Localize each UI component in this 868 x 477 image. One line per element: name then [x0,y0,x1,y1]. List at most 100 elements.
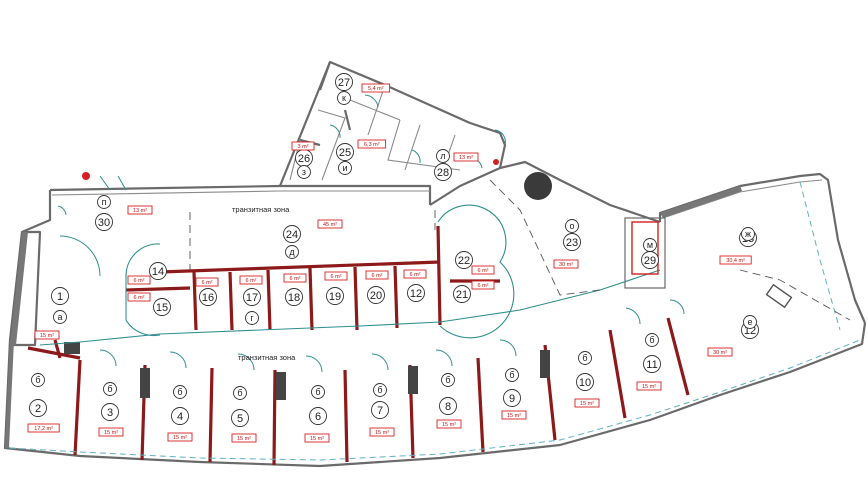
room-letter-circle [578,351,592,365]
room-22: 226 m² [455,251,495,275]
area-label: 6 m² [478,283,489,289]
area-label: 5,4 m² [368,86,384,92]
room-number: 27 [338,77,350,89]
room-number-circle [326,287,344,305]
room-letter: и [342,163,347,173]
room-number: 30 [98,217,110,229]
room-29: 29м [641,238,659,269]
area-label: 15 m² [40,333,54,339]
room-letter: б [649,335,654,345]
room-number-circle [336,143,354,161]
room-letter-circle [505,368,519,382]
extinguisher-icon [82,172,90,180]
room-letter: б [177,387,182,397]
room-number: 19 [329,291,341,303]
area-label-box [719,255,752,265]
room-letter: б [377,385,382,395]
room-letter: б [315,387,320,397]
room-18: 186 m² [283,273,307,306]
room-20: 20 6 m² [365,270,389,304]
round-column [524,172,552,200]
area-label: 15 m² [173,435,187,441]
area-label: 6 m² [410,272,421,278]
room-letter: а [57,312,62,322]
area-label-box [291,141,315,151]
area-label-box [501,410,527,420]
glass-partitions [9,179,861,461]
room-letter-circle [643,238,657,252]
room-letter: з [302,167,306,177]
wall-hatch [5,186,742,448]
area-label-box [471,280,495,290]
room-number-circle [199,288,217,306]
room-number: 15 [156,302,168,314]
room-number: 24 [286,229,298,241]
area-label-box [324,271,348,281]
area-label: 30 m² [713,350,727,356]
area-label-box [127,275,151,285]
area-label-box [317,219,343,229]
room-letter: о [569,221,574,231]
room-number-circle [371,401,389,419]
area-label: 6,3 m² [364,142,380,148]
room-14: 146 m² [127,262,167,285]
room-21: 216 m² [453,280,495,303]
area-label-box [167,432,193,442]
area-label-box [553,259,579,269]
room-16: 166 m² [195,277,219,306]
room-15: 156 m² [127,292,171,316]
area-label-box [574,398,600,408]
room-letter: б [445,375,450,385]
area-label: 6 m² [246,278,257,284]
room-number: 23 [566,237,578,249]
area-label-box [231,433,257,443]
room-number: 11 [646,359,657,371]
area-label: 45 m² [323,222,337,228]
room-letter: б [509,370,514,380]
area-label: 6 m² [372,273,383,279]
room-letter-circle [297,165,311,179]
room-number: 12 [410,288,422,300]
area-label: 15 m² [442,422,456,428]
room-number-circle [434,163,452,181]
room-number: 17 [246,292,258,304]
room-number-circle [285,288,303,306]
room-number: 16 [202,292,214,304]
room-letter: м [647,240,653,250]
area-label: 3 m² [298,144,309,150]
room-12: 12 6 m² [403,269,427,302]
area-label-box [195,277,219,287]
room-number: 20 [370,290,382,302]
room-number: 25 [339,147,351,159]
room-letter-circle [311,385,325,399]
room-17: 17 г 6 m² [239,275,263,325]
room-number-circle [407,284,425,302]
room-25: 25 и 6,3 m² [336,139,387,175]
room-letter: г [250,313,254,323]
area-label-box [707,347,733,357]
room-number-circle [335,73,353,91]
area-label: 15 m² [104,430,118,436]
room-number-circle [29,399,47,417]
room-letter-circle [245,311,259,325]
room-letter-circle [338,161,352,175]
room-letter-circle [173,385,187,399]
room-number-circle [149,262,167,280]
area-label: 17,2 m² [34,426,53,432]
room-letter-circle [103,382,117,396]
room-letter: ж [745,229,751,239]
area-label: 15 m² [375,430,389,436]
area-label-box [403,269,427,279]
